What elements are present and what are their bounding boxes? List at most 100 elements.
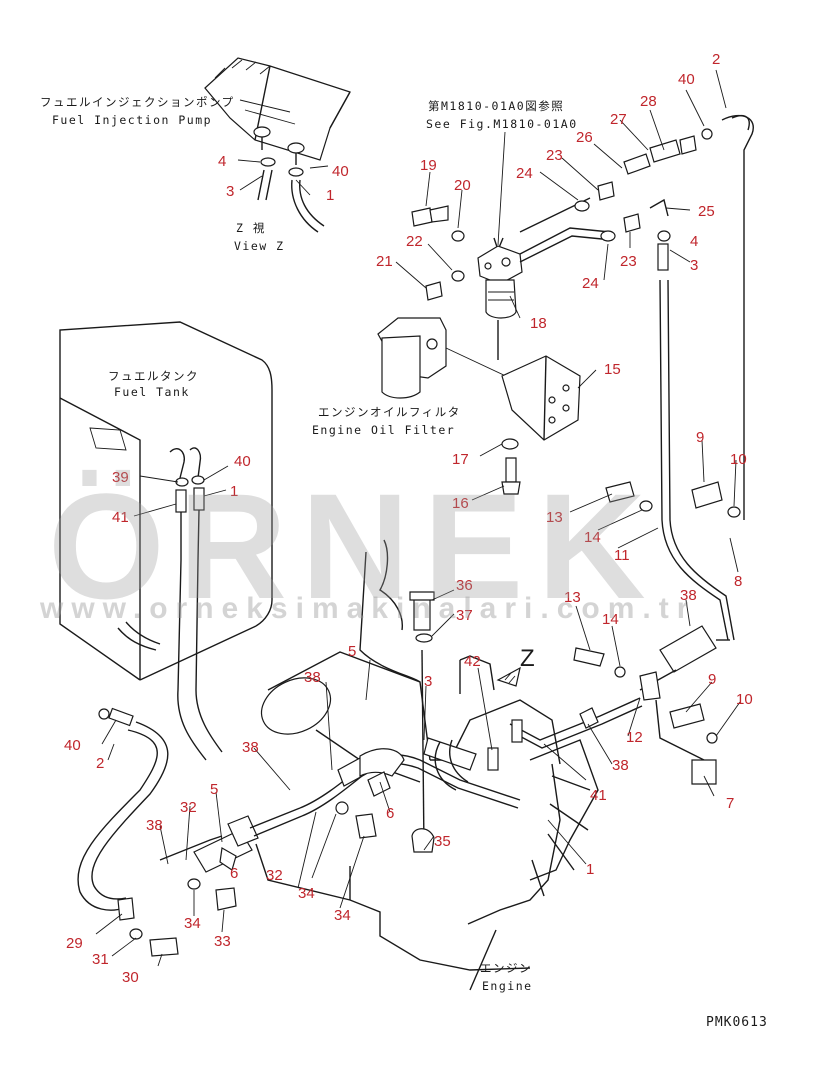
callout[interactable]: 2 bbox=[96, 755, 104, 772]
callout[interactable]: 4 bbox=[690, 233, 698, 250]
callout[interactable]: 29 bbox=[66, 935, 83, 952]
callout[interactable]: 40 bbox=[678, 71, 695, 88]
callout[interactable]: 12 bbox=[626, 729, 643, 746]
callout[interactable]: 13 bbox=[564, 589, 581, 606]
callout[interactable]: 20 bbox=[454, 177, 471, 194]
fuel-tank bbox=[59, 321, 273, 681]
callout[interactable]: 24 bbox=[582, 275, 599, 292]
callout[interactable]: 10 bbox=[736, 691, 753, 708]
drawing-code: PMK0613 bbox=[706, 1015, 768, 1030]
callout[interactable]: 32 bbox=[180, 799, 197, 816]
callout[interactable]: 40 bbox=[64, 737, 81, 754]
fuel-line-right bbox=[721, 115, 754, 520]
callout[interactable]: 8 bbox=[734, 573, 742, 590]
bolt-13-upper bbox=[605, 481, 635, 503]
callout[interactable]: 14 bbox=[602, 611, 619, 628]
callout[interactable]: 25 bbox=[698, 203, 715, 220]
callout[interactable]: 1 bbox=[326, 187, 334, 204]
callout[interactable]: 11 bbox=[614, 547, 630, 564]
caption-engine-oil-filter-en: Engine Oil Filter bbox=[312, 423, 455, 437]
captions: フュエルインジェクションポンプ Fuel Injection Pump Z 視 … bbox=[40, 95, 768, 1030]
caption-see-fig-jp: 第M1810-01A0図参照 bbox=[428, 99, 564, 113]
fan bbox=[529, 739, 599, 897]
callout[interactable]: 18 bbox=[530, 315, 547, 332]
callout[interactable]: 24 bbox=[516, 165, 533, 182]
callout[interactable]: 40 bbox=[234, 453, 251, 470]
watermark-brand: ÖRNEK bbox=[48, 462, 660, 630]
callout[interactable]: 36 bbox=[456, 577, 473, 594]
callout[interactable]: 22 bbox=[406, 233, 423, 250]
callout[interactable]: 34 bbox=[184, 915, 201, 932]
caption-fuel-tank-jp: フュエルタンク bbox=[108, 369, 199, 383]
callout[interactable]: 30 bbox=[122, 969, 139, 986]
callout[interactable]: 40 bbox=[332, 163, 349, 180]
callout-leaders bbox=[95, 69, 741, 967]
caption-engine-jp: エンジン bbox=[480, 961, 532, 975]
filter-bolts bbox=[411, 128, 713, 301]
callout[interactable]: 33 bbox=[214, 933, 231, 950]
callout[interactable]: 9 bbox=[696, 429, 704, 446]
callout[interactable]: 3 bbox=[424, 673, 432, 690]
hose-38-right bbox=[659, 625, 717, 673]
engine-oil-filter bbox=[377, 317, 511, 399]
callout[interactable]: 32 bbox=[266, 867, 283, 884]
callout[interactable]: 9 bbox=[708, 671, 716, 688]
callout[interactable]: 42 bbox=[464, 653, 481, 670]
callout[interactable]: 34 bbox=[334, 907, 351, 924]
line-art bbox=[59, 57, 754, 991]
callout[interactable]: 38 bbox=[612, 757, 629, 774]
callout[interactable]: 1 bbox=[586, 861, 594, 878]
callout[interactable]: 14 bbox=[584, 529, 601, 546]
callout[interactable]: 16 bbox=[452, 495, 469, 512]
fuel-strainer bbox=[159, 807, 303, 873]
part-callouts: 4 3 40 1 2 40 28 27 26 23 24 19 20 22 21… bbox=[64, 51, 753, 986]
callout[interactable]: 5 bbox=[348, 643, 356, 660]
callout[interactable]: 13 bbox=[546, 509, 563, 526]
caption-view-z-jp: Z 視 bbox=[236, 221, 266, 235]
callout[interactable]: 23 bbox=[620, 253, 637, 270]
filter-bracket bbox=[501, 355, 581, 441]
callout[interactable]: 6 bbox=[230, 865, 238, 882]
callout[interactable]: 41 bbox=[112, 509, 129, 526]
callout[interactable]: 7 bbox=[726, 795, 734, 812]
callout[interactable]: 35 bbox=[434, 833, 451, 850]
callout[interactable]: 27 bbox=[610, 111, 627, 128]
callout[interactable]: 26 bbox=[576, 129, 593, 146]
callout[interactable]: 17 bbox=[452, 451, 469, 468]
callout[interactable]: 6 bbox=[386, 805, 394, 822]
callout[interactable]: 10 bbox=[730, 451, 747, 468]
caption-view-z-en: View Z bbox=[234, 239, 285, 253]
callout[interactable]: 5 bbox=[210, 781, 218, 798]
callout[interactable]: 19 bbox=[420, 157, 437, 174]
caption-see-fig-en: See Fig.M1810-01A0 bbox=[426, 117, 578, 131]
callout[interactable]: 38 bbox=[242, 739, 259, 756]
callout[interactable]: 38 bbox=[680, 587, 697, 604]
tank-fittings bbox=[169, 447, 223, 761]
callout[interactable]: 21 bbox=[376, 253, 393, 270]
callout[interactable]: 41 bbox=[590, 787, 607, 804]
callout[interactable]: 31 bbox=[92, 951, 109, 968]
callout[interactable]: 15 bbox=[604, 361, 621, 378]
caption-fuel-injection-pump-jp: フュエルインジェクションポンプ bbox=[40, 95, 235, 109]
caption-z-arrow: Z bbox=[520, 645, 535, 672]
callout[interactable]: 2 bbox=[712, 51, 720, 68]
engine-fuel-pipes bbox=[299, 697, 643, 817]
hose-lower-left bbox=[77, 729, 158, 911]
callout[interactable]: 4 bbox=[218, 153, 226, 170]
bolt-9-upper bbox=[691, 481, 723, 509]
callout[interactable]: 38 bbox=[146, 817, 163, 834]
callout[interactable]: 23 bbox=[546, 147, 563, 164]
callout[interactable]: 3 bbox=[226, 183, 234, 200]
callout[interactable]: 34 bbox=[298, 885, 315, 902]
callout[interactable]: 39 bbox=[112, 469, 129, 486]
callout[interactable]: 28 bbox=[640, 93, 657, 110]
callout[interactable]: 37 bbox=[456, 607, 473, 624]
fuel-injection-pump bbox=[204, 57, 351, 233]
callout[interactable]: 1 bbox=[230, 483, 238, 500]
watermark-site: www.orneksimakinalari.com.tr bbox=[39, 592, 696, 625]
callout[interactable]: 3 bbox=[690, 257, 698, 274]
see-fig-leader bbox=[497, 131, 506, 246]
callout[interactable]: 38 bbox=[304, 669, 321, 686]
